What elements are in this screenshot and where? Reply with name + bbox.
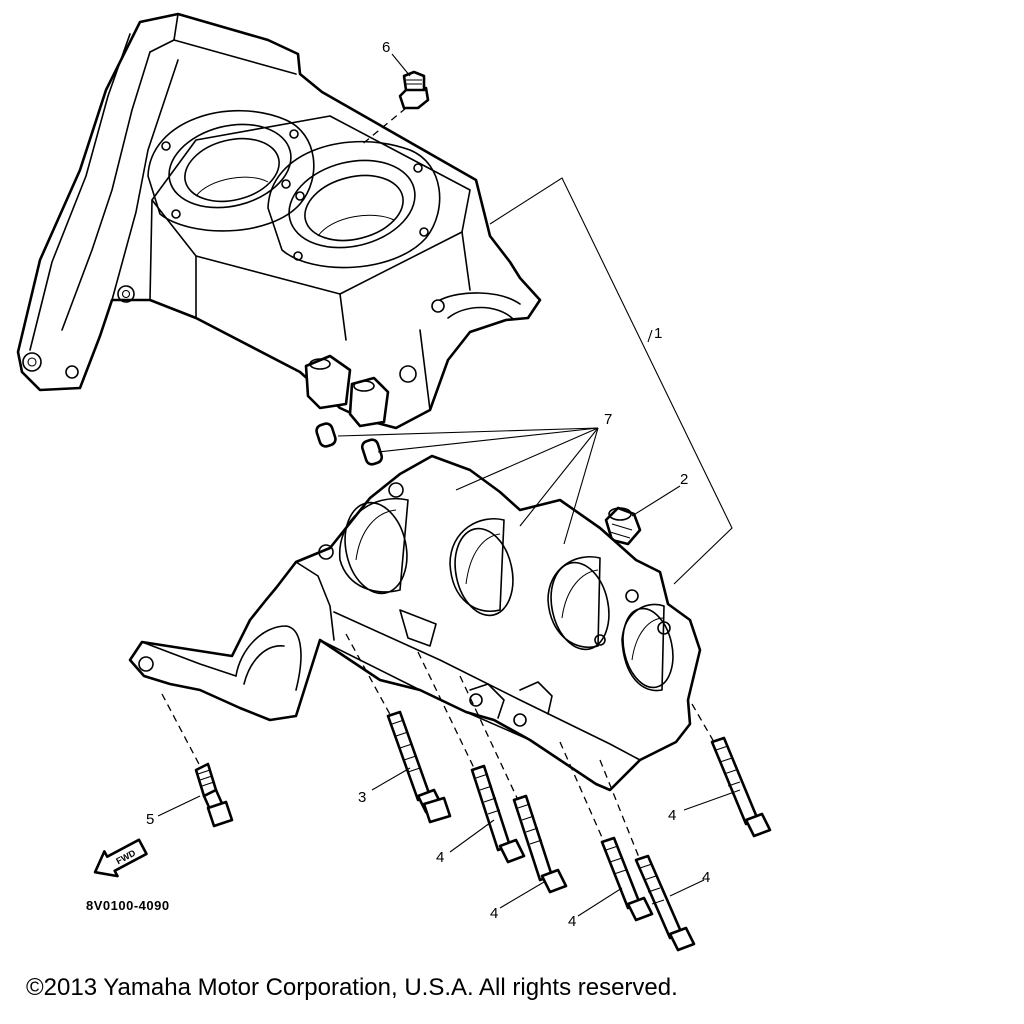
leader-lines <box>157 53 741 917</box>
main-bearing-journal <box>547 556 610 651</box>
copyright-notice: ©2013 Yamaha Motor Corporation, U.S.A. A… <box>26 974 678 1001</box>
dowel-pin <box>360 438 384 466</box>
dowel-pin <box>315 422 337 448</box>
lower-crankcase <box>128 454 702 792</box>
bolt-part-6 <box>398 70 430 110</box>
cylinder-bore-2 <box>267 140 441 269</box>
callout-6: 6 <box>382 39 390 56</box>
callout-4: 4 <box>436 849 444 866</box>
main-bearing-journal <box>621 603 674 692</box>
bolt-part-4 <box>600 836 654 922</box>
cylinder-bore-1 <box>147 109 315 232</box>
bolt-part-4 <box>512 794 568 894</box>
callout-5: 5 <box>146 811 154 828</box>
callout-4: 4 <box>668 807 676 824</box>
assembly-guide-lines <box>161 107 715 861</box>
callout-4: 4 <box>568 913 576 930</box>
forward-arrow-icon: FWD <box>93 838 148 878</box>
upper-crankcase <box>16 12 542 430</box>
callout-7: 7 <box>604 411 612 428</box>
callout-4: 4 <box>702 869 710 886</box>
main-bearing-journal <box>339 497 409 595</box>
callout-4: 4 <box>490 905 498 922</box>
bolt-part-4 <box>710 736 772 838</box>
bolt-part-4 <box>470 764 526 864</box>
bolt-part-5 <box>194 762 234 828</box>
callout-3: 3 <box>358 789 366 806</box>
callout-1: 1 <box>654 325 662 342</box>
main-bearing-journal <box>449 518 514 617</box>
drawing-code: 8V0100-4090 <box>86 898 170 913</box>
callout-labels: 1 2 3 4 4 4 4 4 5 6 7 <box>146 39 710 930</box>
callout-2: 2 <box>680 471 688 488</box>
bolt-part-4 <box>634 854 696 952</box>
bolt-part-3 <box>386 710 452 824</box>
